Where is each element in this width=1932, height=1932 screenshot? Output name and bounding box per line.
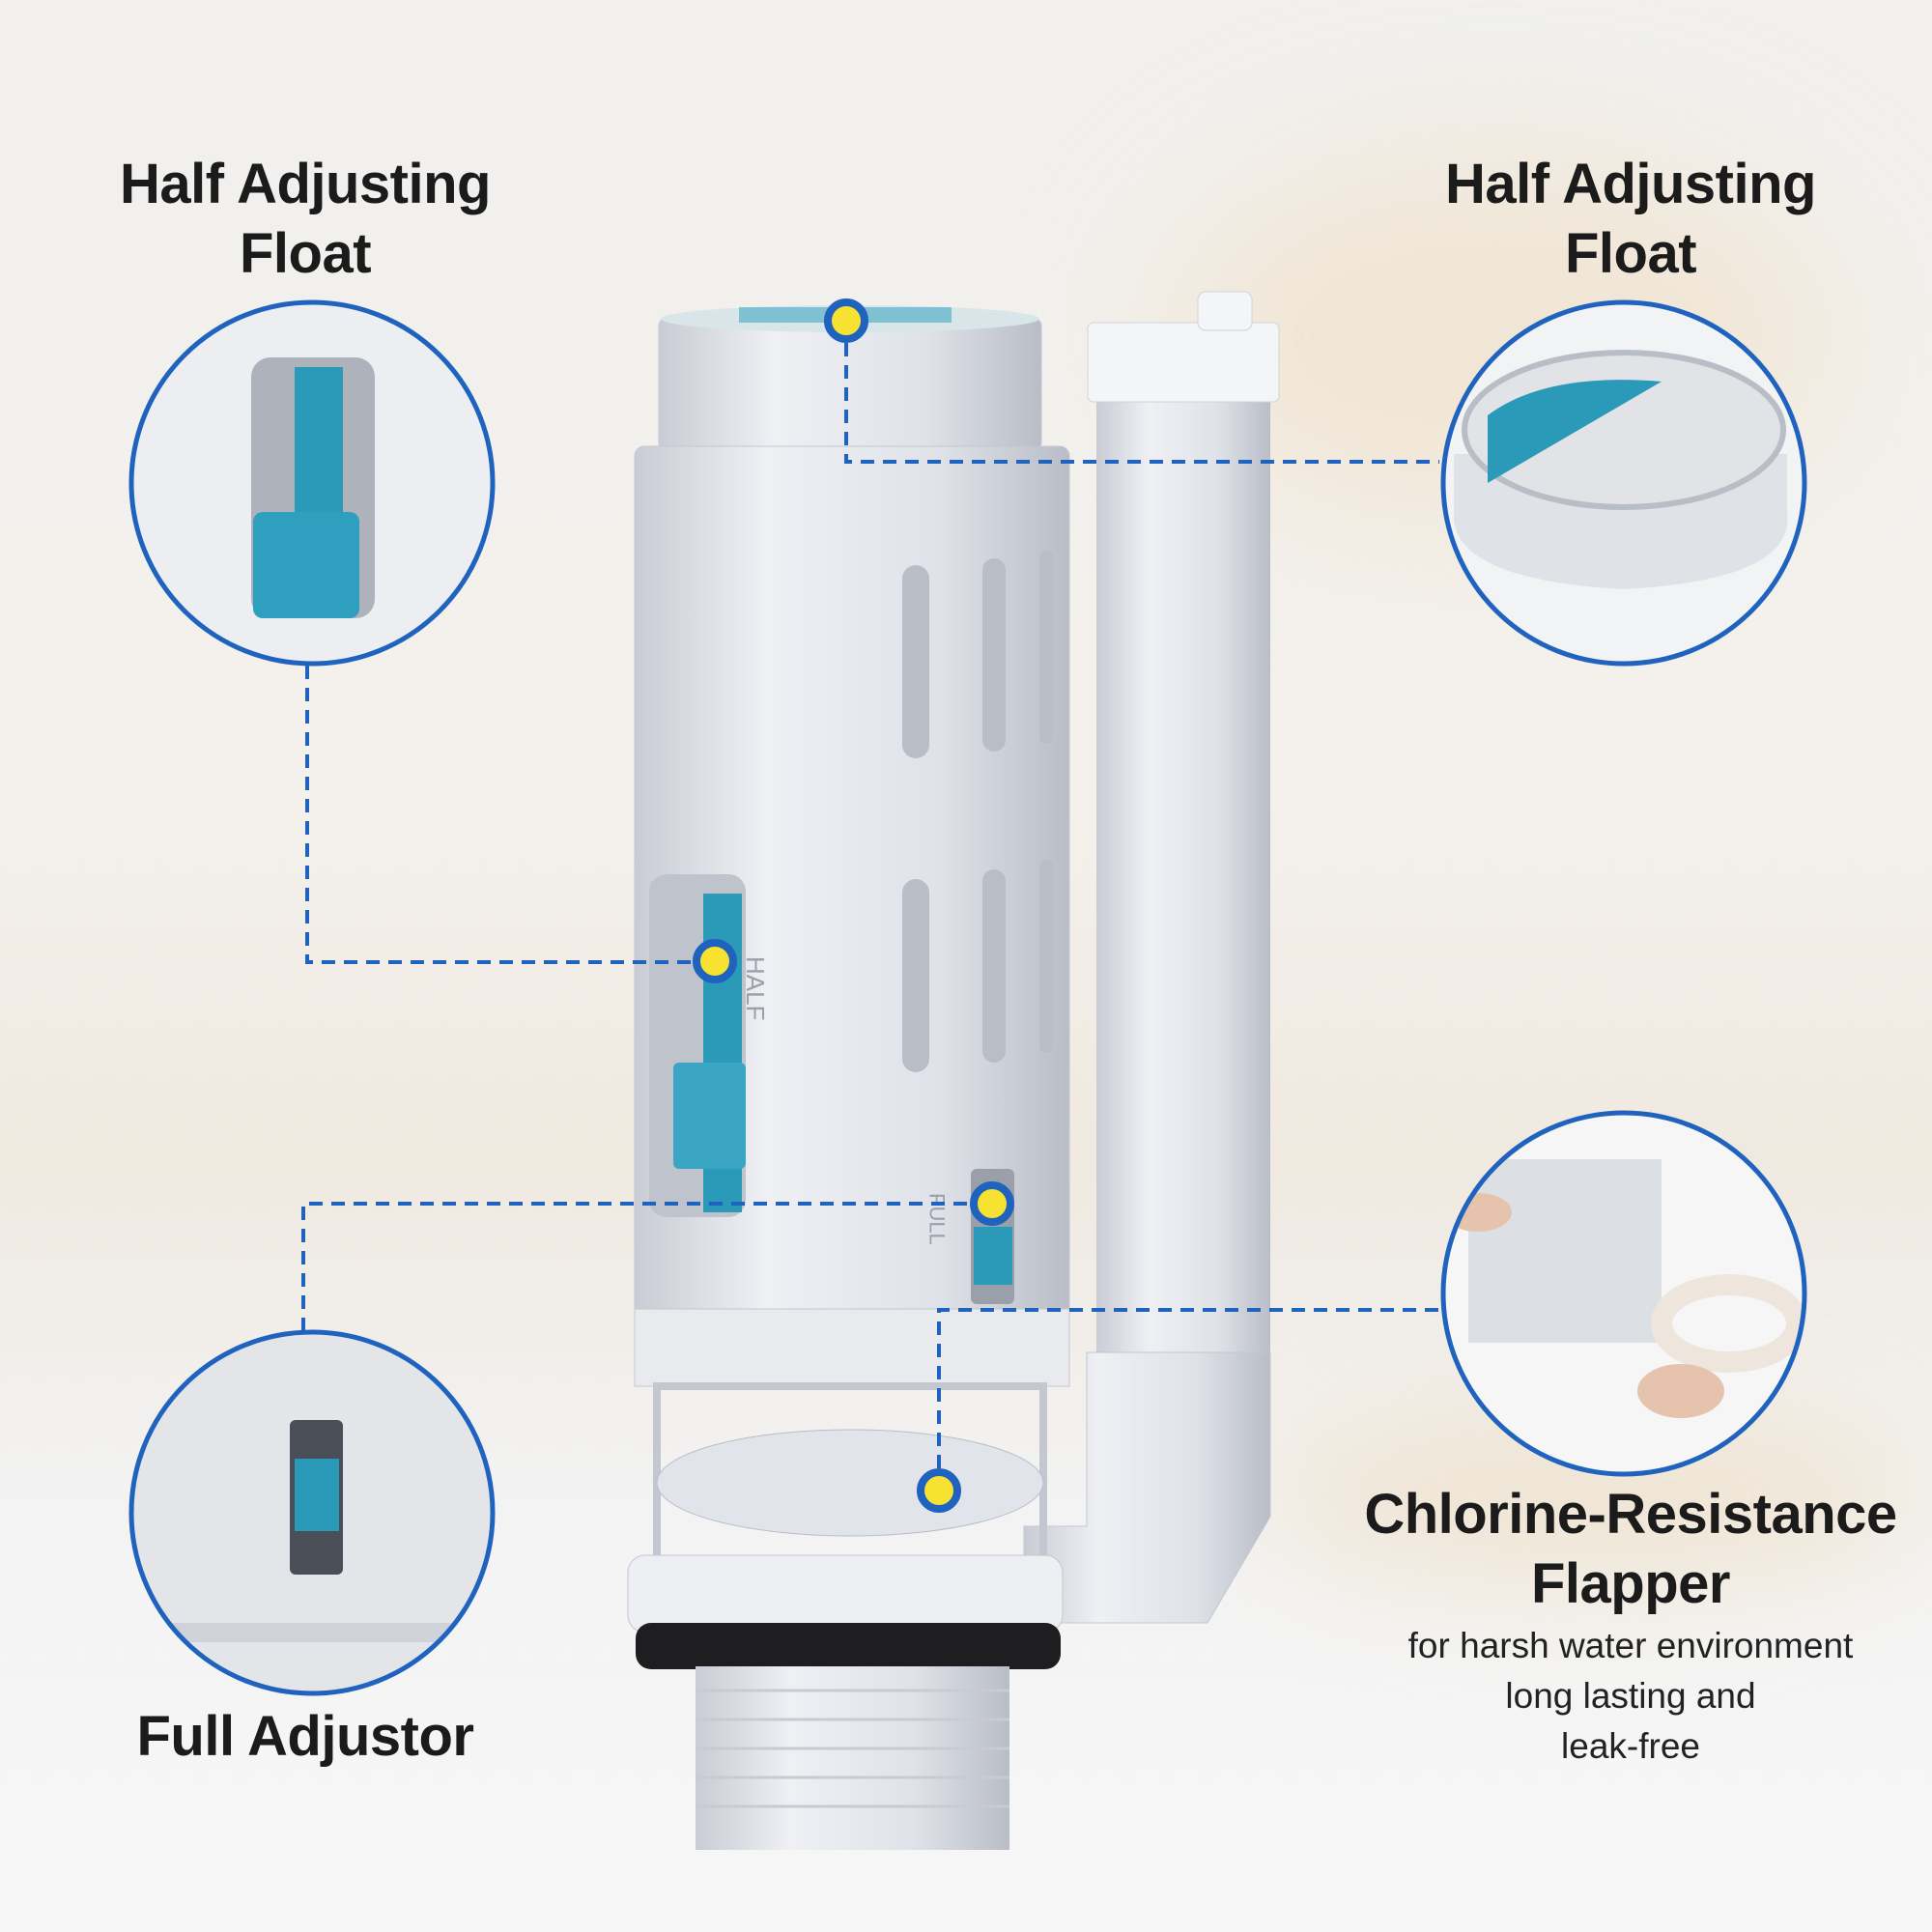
callout-title-line: Float — [1564, 222, 1697, 285]
half-scale-label: HALF — [741, 956, 770, 1020]
callout-title-line: Chlorine-Resistance — [1364, 1483, 1897, 1546]
callout-title-full-adjustor: Full Adjustor — [15, 1702, 595, 1772]
callout-title-line: Float — [239, 222, 372, 285]
marker-dots — [693, 298, 1014, 1513]
callout-title-line: Flapper — [1531, 1552, 1731, 1615]
overflow-tube — [1023, 291, 1280, 1624]
detail-circle-half-float-right — [1445, 304, 1803, 662]
leader-lines — [301, 321, 1439, 1491]
callout-title-half-float-left: Half Adjusting Float — [15, 150, 595, 289]
callout-title-line: Half Adjusting — [120, 153, 491, 215]
callout-title-half-float-right: Half Adjusting Float — [1341, 150, 1920, 289]
flapper-description: for harsh water environment long lasting… — [1321, 1621, 1932, 1772]
detail-circle-borders — [128, 299, 1807, 1696]
callout-title-flapper: Chlorine-Resistance Flapper — [1293, 1480, 1932, 1619]
detail-circle-flapper — [1445, 1115, 1803, 1472]
flush-valve-body: HALF FULL — [627, 305, 1070, 1850]
description-line: for harsh water environment — [1407, 1626, 1854, 1665]
detail-circle-full-adjustor — [133, 1334, 491, 1691]
description-line: leak-free — [1561, 1726, 1700, 1766]
detail-circle-half-float-left — [133, 304, 491, 662]
description-line: long lasting and — [1505, 1676, 1756, 1716]
full-scale-label: FULL — [925, 1193, 950, 1245]
callout-title-line: Full Adjustor — [136, 1705, 474, 1768]
callout-title-line: Half Adjusting — [1445, 153, 1816, 215]
